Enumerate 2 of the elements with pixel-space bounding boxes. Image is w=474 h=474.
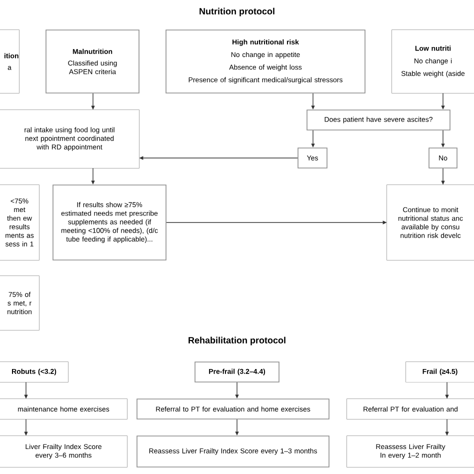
heading: Rehabilitation protocol (188, 336, 286, 346)
heading: Nutrition protocol (200, 8, 274, 16)
